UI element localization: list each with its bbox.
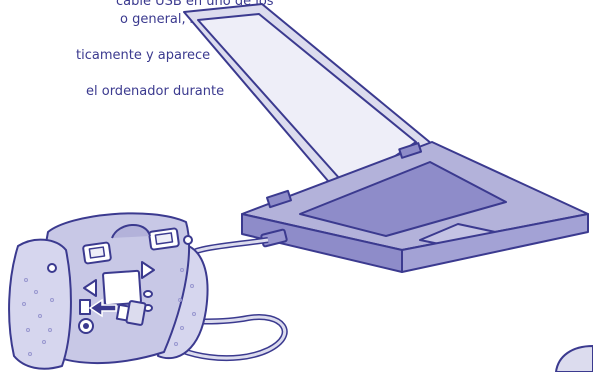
camera-usb-port — [79, 299, 91, 315]
camera-left-arrow-button — [83, 279, 97, 297]
digital-camera — [8, 212, 209, 370]
instruction-line-3: ticamente y aparece — [76, 48, 211, 63]
camera-right-arrow-button — [141, 261, 155, 279]
laptop-illustration — [183, 3, 589, 273]
instruction-line-4: el ordenador durante — [86, 84, 225, 99]
laptop-keyboard — [299, 161, 507, 237]
page-corner-decoration — [554, 344, 593, 372]
laptop-screen — [197, 13, 417, 189]
instruction-line-1: cable USB en uno de los — [116, 0, 274, 9]
camera-screen — [102, 269, 142, 307]
insert-arrow — [88, 298, 117, 318]
usb-plug — [115, 300, 147, 326]
camera-left-grip — [8, 238, 72, 370]
